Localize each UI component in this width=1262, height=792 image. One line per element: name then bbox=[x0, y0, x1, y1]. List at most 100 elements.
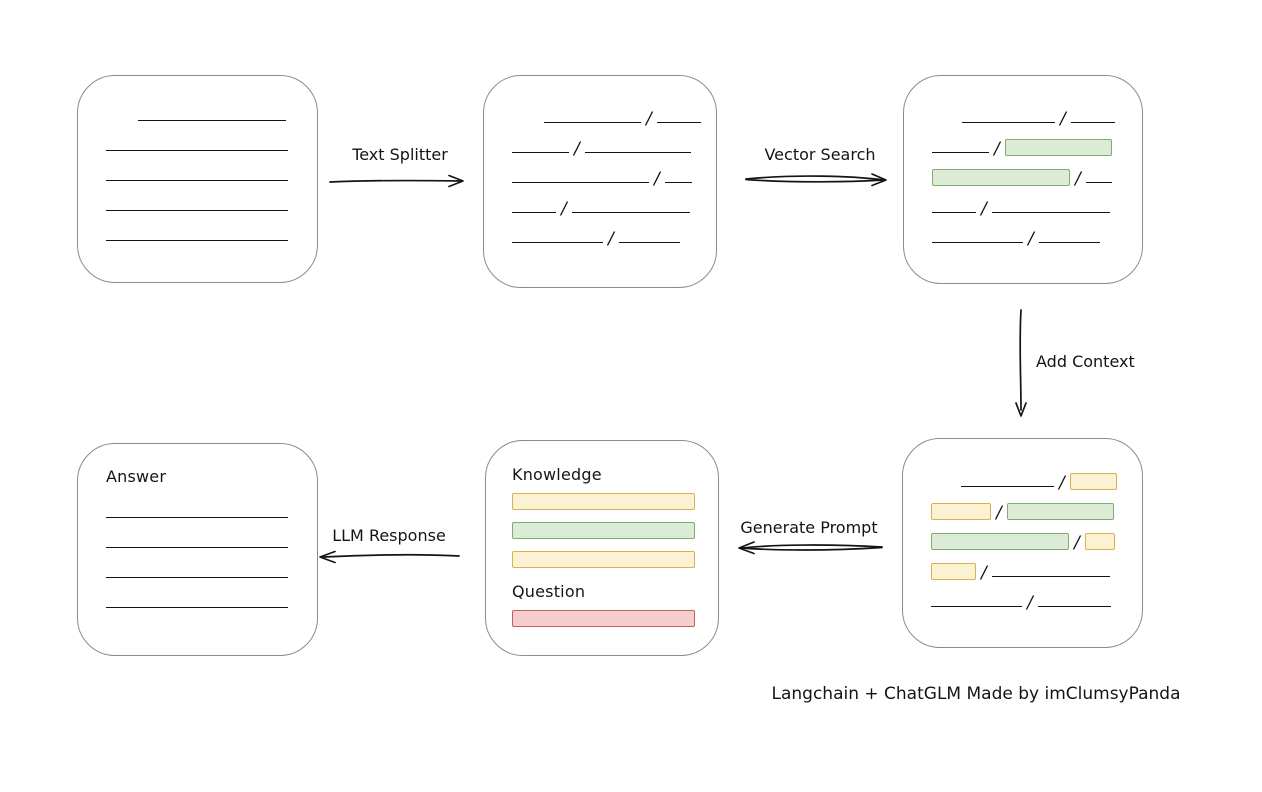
generate-prompt-arrow-icon bbox=[738, 541, 883, 555]
knowledge-bars bbox=[512, 493, 718, 568]
text-line bbox=[991, 576, 1110, 577]
diagram-caption: Langchain + ChatGLM Made by imClumsyPand… bbox=[771, 684, 1181, 704]
text-line-row bbox=[78, 151, 317, 181]
question-label: Question bbox=[512, 582, 586, 601]
slash-separator: / bbox=[996, 503, 1002, 523]
text-line bbox=[106, 577, 288, 578]
answer-label: Answer bbox=[106, 467, 167, 486]
chunk-row: / bbox=[904, 97, 1142, 129]
vector-search-label: Vector Search bbox=[764, 145, 876, 164]
yellow-prompt-bar bbox=[512, 551, 695, 568]
context-chunks-node: ///// bbox=[902, 438, 1143, 648]
chunk-row: / bbox=[904, 157, 1142, 189]
document-text-lines bbox=[78, 76, 317, 241]
chunk-row: / bbox=[903, 491, 1142, 523]
text-line bbox=[962, 122, 1055, 123]
text-line bbox=[106, 150, 288, 151]
text-line-row bbox=[106, 548, 317, 578]
text-line bbox=[106, 607, 288, 608]
text-line-row bbox=[78, 91, 317, 121]
chunk-row: / bbox=[903, 551, 1142, 583]
split-chunk-rows: ///// bbox=[484, 76, 716, 249]
text-line bbox=[932, 152, 989, 153]
context-chunk-rows: ///// bbox=[903, 439, 1142, 613]
chunk-row: / bbox=[903, 521, 1142, 553]
text-line-row bbox=[78, 181, 317, 211]
yellow-chunk-highlight bbox=[1084, 533, 1115, 550]
text-line bbox=[571, 212, 690, 213]
green-chunk-highlight bbox=[1004, 139, 1112, 156]
answer-node: Answer bbox=[77, 443, 318, 656]
text-line bbox=[512, 182, 649, 183]
text-line bbox=[664, 182, 692, 183]
text-line bbox=[1038, 242, 1100, 243]
text-line bbox=[932, 212, 976, 213]
llm-response-label: LLM Response bbox=[332, 526, 446, 545]
searched-chunk-rows: ///// bbox=[904, 76, 1142, 249]
vector-search-arrow-icon bbox=[745, 173, 887, 187]
text-line-row bbox=[78, 121, 317, 151]
text-line bbox=[931, 606, 1022, 607]
text-line bbox=[961, 486, 1054, 487]
text-line bbox=[932, 242, 1023, 243]
yellow-chunk-highlight bbox=[931, 563, 976, 580]
text-line-row bbox=[106, 578, 317, 608]
slash-separator: / bbox=[1027, 593, 1033, 613]
text-line bbox=[1070, 122, 1115, 123]
green-chunk-highlight bbox=[932, 169, 1070, 186]
slash-separator: / bbox=[1060, 109, 1066, 129]
red-prompt-bar bbox=[512, 610, 695, 627]
text-line bbox=[512, 242, 603, 243]
chunk-row: / bbox=[904, 187, 1142, 219]
add-context-label: Add Context bbox=[1036, 352, 1135, 371]
text-line bbox=[512, 152, 569, 153]
chunk-row: / bbox=[904, 217, 1142, 249]
text-line bbox=[618, 242, 680, 243]
text-line bbox=[656, 122, 701, 123]
prompt-node: Knowledge Question bbox=[485, 440, 719, 656]
answer-text-lines bbox=[106, 488, 317, 608]
knowledge-label: Knowledge bbox=[512, 465, 602, 484]
searched-chunks-node: ///// bbox=[903, 75, 1143, 284]
slash-separator: / bbox=[1028, 229, 1034, 249]
green-prompt-bar bbox=[512, 522, 695, 539]
slash-separator: / bbox=[994, 139, 1000, 159]
text-splitter-label: Text Splitter bbox=[352, 145, 448, 164]
slash-separator: / bbox=[574, 139, 580, 159]
slash-separator: / bbox=[1074, 533, 1080, 553]
question-bars bbox=[512, 610, 718, 627]
slash-separator: / bbox=[981, 199, 987, 219]
yellow-chunk-highlight bbox=[931, 503, 991, 520]
yellow-chunk-highlight bbox=[1069, 473, 1117, 490]
chunk-row: / bbox=[903, 581, 1142, 613]
text-splitter-arrow-icon bbox=[329, 174, 464, 188]
text-line-row bbox=[106, 488, 317, 518]
slash-separator: / bbox=[608, 229, 614, 249]
source-document-node bbox=[77, 75, 318, 283]
chunk-row: / bbox=[484, 157, 716, 189]
generate-prompt-label: Generate Prompt bbox=[740, 518, 878, 537]
chunk-row: / bbox=[904, 127, 1142, 159]
text-line bbox=[1085, 182, 1112, 183]
text-line bbox=[106, 547, 288, 548]
text-line-row bbox=[106, 518, 317, 548]
chunk-row: / bbox=[484, 217, 716, 249]
chunk-row: / bbox=[484, 187, 716, 219]
split-chunks-node: ///// bbox=[483, 75, 717, 288]
slash-separator: / bbox=[654, 169, 660, 189]
text-line bbox=[138, 120, 286, 121]
text-line bbox=[1037, 606, 1111, 607]
text-line-row bbox=[78, 211, 317, 241]
text-line bbox=[106, 210, 288, 211]
yellow-prompt-bar bbox=[512, 493, 695, 510]
text-line bbox=[106, 240, 288, 241]
text-line bbox=[544, 122, 641, 123]
green-chunk-highlight bbox=[1006, 503, 1114, 520]
text-line bbox=[106, 180, 288, 181]
text-line bbox=[512, 212, 556, 213]
chunk-row: / bbox=[484, 127, 716, 159]
add-context-arrow-icon bbox=[1015, 309, 1027, 417]
chunk-row: / bbox=[903, 461, 1142, 493]
text-line bbox=[106, 517, 288, 518]
